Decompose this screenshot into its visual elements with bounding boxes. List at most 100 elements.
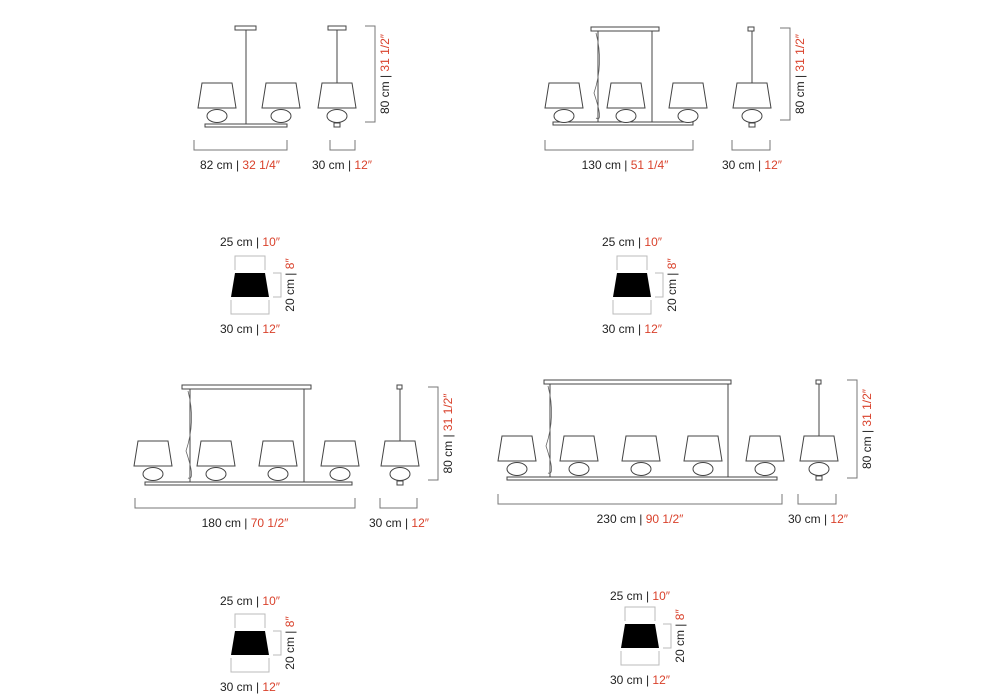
inch-value: 12″ — [262, 680, 280, 694]
lampshade — [732, 82, 772, 109]
shade-detail: 25 cm | 10″20 cm | 8″30 cm | 12″ — [220, 235, 297, 336]
width-label: 82 cm | 32 1/4″ — [200, 158, 281, 172]
inch-value: 31 1/2″ — [793, 33, 807, 71]
cm-value: 30 cm | — [312, 158, 354, 172]
inch-value: 51 1/4″ — [631, 158, 669, 172]
bulb-base — [326, 109, 348, 123]
lampshade-profile — [231, 631, 269, 655]
dimension-bracket — [273, 630, 282, 656]
lampshade — [320, 440, 360, 467]
shade-bottom-label: 30 cm | 12″ — [610, 673, 671, 687]
dimension-bracket — [797, 494, 837, 505]
lamp-5-arms: 80 cm | 31 1/2″230 cm | 90 1/2″30 cm | 1… — [497, 379, 874, 526]
lampshade — [606, 82, 646, 109]
inch-value: 8″ — [665, 258, 679, 270]
cm-value: 80 cm | — [793, 72, 807, 114]
bulb-base — [741, 109, 763, 123]
cm-value: 230 cm | — [597, 512, 646, 526]
inch-value: 12″ — [262, 322, 280, 336]
depth-label: 30 cm | 12″ — [722, 158, 783, 172]
shade-bottom-label: 30 cm | 12″ — [602, 322, 663, 336]
lampshade — [683, 435, 723, 462]
inch-value: 12″ — [411, 516, 429, 530]
dimension-bracket — [230, 300, 270, 315]
shade-height-label: 20 cm | 8″ — [665, 258, 679, 312]
bulb-base — [754, 462, 776, 476]
bulb-base — [270, 109, 292, 123]
crossbar — [506, 476, 778, 481]
cm-value: 20 cm | — [665, 269, 679, 311]
inch-value: 8″ — [673, 609, 687, 621]
height-label: 80 cm | 31 1/2″ — [860, 388, 874, 469]
dimension-bracket — [193, 140, 288, 151]
height-label: 80 cm | 31 1/2″ — [441, 393, 455, 474]
lampshade — [559, 435, 599, 462]
inch-value: 10″ — [262, 594, 280, 608]
cm-value: 25 cm | — [220, 235, 262, 249]
dimension-bracket — [624, 606, 656, 621]
inch-value: 8″ — [283, 258, 297, 270]
bulb-base — [677, 109, 699, 123]
dimension-bracket — [428, 386, 439, 481]
side-fitting — [748, 122, 756, 128]
cm-value: 80 cm | — [378, 72, 392, 114]
inch-value: 8″ — [283, 616, 297, 628]
inch-value: 12″ — [764, 158, 782, 172]
shade-top-label: 25 cm | 10″ — [610, 589, 671, 603]
lamp-3-arms: 80 cm | 31 1/2″ 130 cm | 51 1/4″ 30 cm | 1… — [544, 26, 807, 172]
shade-height-label: 20 cm | 8″ — [283, 616, 297, 670]
bulb-base — [267, 467, 289, 481]
dimension-bracket — [620, 651, 660, 666]
cm-value: 25 cm | — [220, 594, 262, 608]
dimension-bracket — [616, 255, 648, 270]
cm-value: 30 cm | — [220, 322, 262, 336]
cm-value: 30 cm | — [610, 673, 652, 687]
lampshade — [668, 82, 708, 109]
bulb-base — [206, 109, 228, 123]
dimension-bracket — [544, 140, 694, 151]
inch-value: 10″ — [652, 589, 670, 603]
side-canopy — [327, 25, 347, 31]
side-fitting — [815, 475, 823, 481]
side-fitting — [333, 122, 341, 128]
cm-value: 130 cm | — [582, 158, 631, 172]
inch-value: 31 1/2″ — [378, 33, 392, 71]
inch-value: 12″ — [354, 158, 372, 172]
cm-value: 30 cm | — [369, 516, 411, 530]
inch-value: 12″ — [644, 322, 662, 336]
lampshade — [621, 435, 661, 462]
crossbar — [144, 481, 353, 486]
shade-top-label: 25 cm | 10″ — [220, 594, 281, 608]
dimension-bracket — [847, 379, 858, 479]
height-label: 80 cm | 31 1/2″ — [793, 33, 807, 114]
width-label: 180 cm | 70 1/2″ — [202, 516, 290, 530]
cm-value: 30 cm | — [602, 322, 644, 336]
cm-value: 180 cm | — [202, 516, 251, 530]
cm-value: 80 cm | — [441, 431, 455, 473]
shade-detail: 25 cm | 10″20 cm | 8″30 cm | 12″ — [610, 589, 687, 687]
lampshade-profile — [613, 273, 651, 297]
crossbar — [204, 123, 288, 128]
cm-value: 25 cm | — [602, 235, 644, 249]
side-canopy — [747, 26, 755, 32]
bulb-base — [553, 109, 575, 123]
dimension-bracket — [612, 300, 652, 315]
shade-detail: 25 cm | 10″20 cm | 8″30 cm | 12″ — [602, 235, 679, 336]
dimension-bracket — [329, 140, 356, 151]
power-cable — [185, 390, 192, 479]
lampshade — [196, 440, 236, 467]
dimension-bracket — [234, 613, 266, 628]
lampshade — [197, 82, 237, 109]
lampshade — [258, 440, 298, 467]
depth-label: 30 cm | 12″ — [312, 158, 373, 172]
shade-detail: 25 cm | 10″20 cm | 8″30 cm | 12″ — [220, 594, 297, 694]
canopy — [234, 25, 257, 31]
dimension-bracket — [379, 498, 418, 509]
dimension-bracket — [234, 255, 266, 270]
power-cable — [593, 32, 600, 120]
cm-value: 80 cm | — [860, 427, 874, 469]
shade-bottom-label: 30 cm | 12″ — [220, 322, 281, 336]
canopy — [543, 379, 732, 385]
dimension-bracket — [731, 140, 771, 151]
cm-value: 30 cm | — [788, 512, 830, 526]
